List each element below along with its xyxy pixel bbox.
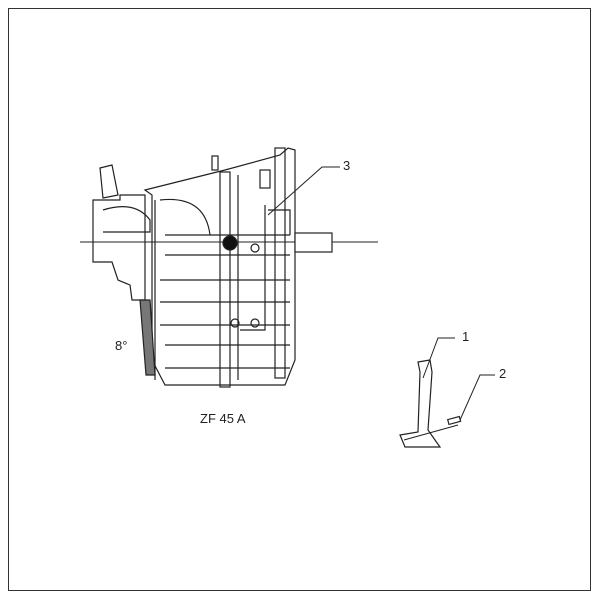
bracket-part bbox=[399, 337, 495, 448]
callout-2: 2 bbox=[499, 366, 507, 381]
diagram-frame bbox=[8, 8, 591, 591]
callout-3: 3 bbox=[343, 158, 351, 173]
gearbox-assembly bbox=[80, 147, 378, 388]
model-label: ZF 45 A bbox=[200, 411, 246, 426]
angle-label: 8° bbox=[115, 338, 128, 353]
callout-1: 1 bbox=[462, 329, 470, 344]
